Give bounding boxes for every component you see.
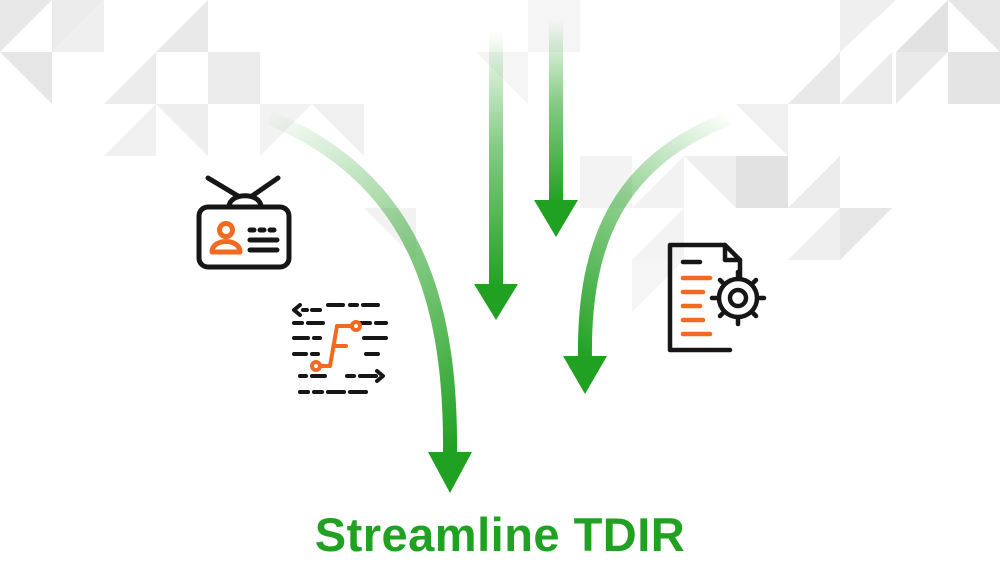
arrowhead-left xyxy=(428,452,472,493)
document-settings-icon xyxy=(667,242,767,353)
curved-arrow-right xyxy=(577,111,733,361)
straight-arrow-center-left xyxy=(489,30,503,288)
arrowhead-right xyxy=(563,356,607,394)
straight-arrow-center-right xyxy=(549,20,563,204)
id-badge-icon xyxy=(196,175,292,270)
arrowhead-center-left xyxy=(474,284,518,320)
background-pattern xyxy=(0,0,1000,260)
data-flow-icon xyxy=(292,303,388,394)
arrowhead-center-right xyxy=(534,200,578,237)
curved-arrow-left xyxy=(267,111,458,456)
flow-arrows xyxy=(267,20,733,493)
headline-text: Streamline TDIR xyxy=(314,508,686,561)
